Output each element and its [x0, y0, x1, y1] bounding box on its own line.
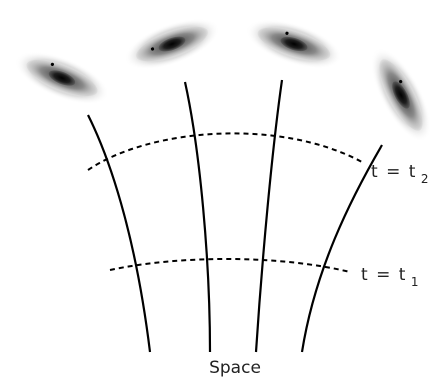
- worldline-2: [183, 81, 212, 353]
- worldline-1: [87, 114, 152, 353]
- galaxy-icon: [15, 51, 109, 105]
- galaxy-icon: [246, 19, 342, 69]
- time-slice-t1: [109, 258, 351, 273]
- worldline-4: [300, 144, 383, 353]
- galaxy-icon: [124, 18, 220, 70]
- galaxy-icon: [370, 48, 432, 142]
- space-axis-label: Space: [209, 358, 261, 378]
- time-slice-t2: [87, 132, 363, 171]
- worldline-3: [254, 79, 284, 353]
- time-label-t1: t = t 1: [361, 265, 418, 289]
- time-label-t2: t = t 2: [371, 162, 428, 186]
